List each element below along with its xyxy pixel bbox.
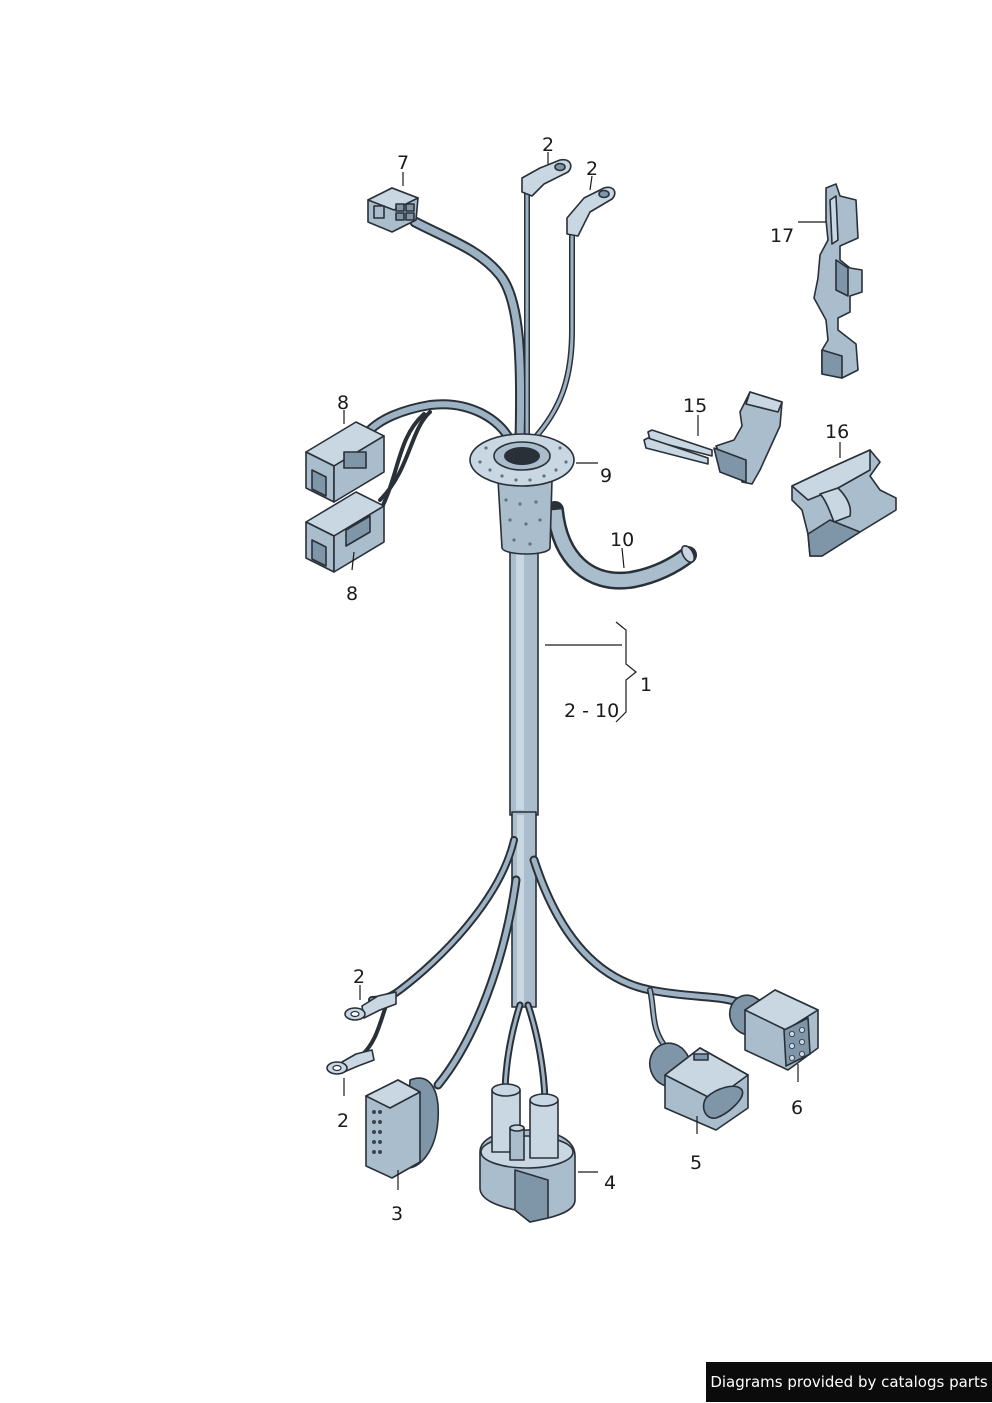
ring-terminal-left-bottom-icon [326,1049,375,1075]
lower-branches [360,836,745,1104]
holder-16-icon [791,449,897,557]
ring-terminal-left-top-icon [344,991,397,1021]
callout-2-left-bottom: 2 [337,1110,349,1132]
callout-9: 9 [600,465,612,487]
callout-6: 6 [791,1097,803,1119]
leader-lines [343,152,841,1190]
callout-2-top-b: 2 [586,158,598,180]
connector-4-icon [479,1083,576,1223]
upper-wires [365,187,575,522]
connector-5-icon [648,1042,749,1131]
callout-2-left-top: 2 [353,966,365,988]
callout-2-top-a: 2 [542,134,554,156]
ring-terminal-top-b-icon [566,186,616,237]
main-trunk [509,529,539,1008]
ring-terminal-top-a-icon [521,158,572,197]
callout-8-bottom: 8 [346,583,358,605]
callout-17: 17 [770,225,794,247]
credit-banner: Diagrams provided by catalogs parts [706,1362,992,1402]
callout-range: 2 - 10 [564,700,619,722]
callout-1: 1 [640,674,652,696]
callout-7: 7 [397,152,409,174]
grommet-9-icon [469,433,575,555]
callout-10: 10 [610,529,634,551]
callout-8-top: 8 [337,392,349,414]
connector-3-icon [365,1077,440,1179]
callout-15: 15 [683,395,707,417]
callout-5: 5 [690,1152,702,1174]
clip-17-icon [813,183,863,379]
bracket-15-icon [643,391,783,485]
connector-6-icon [728,989,819,1071]
protective-tube-10-icon [546,501,697,590]
callout-labels: 7 2 2 17 8 8 15 16 9 10 1 2 - 10 2 2 3 4… [337,134,849,1225]
callout-16: 16 [825,421,849,443]
connector-8-upper-icon [305,421,385,503]
connector-8-lower-icon [305,491,385,573]
callout-4: 4 [604,1172,616,1194]
callout-3: 3 [391,1203,403,1225]
connector-7-icon [367,187,419,233]
